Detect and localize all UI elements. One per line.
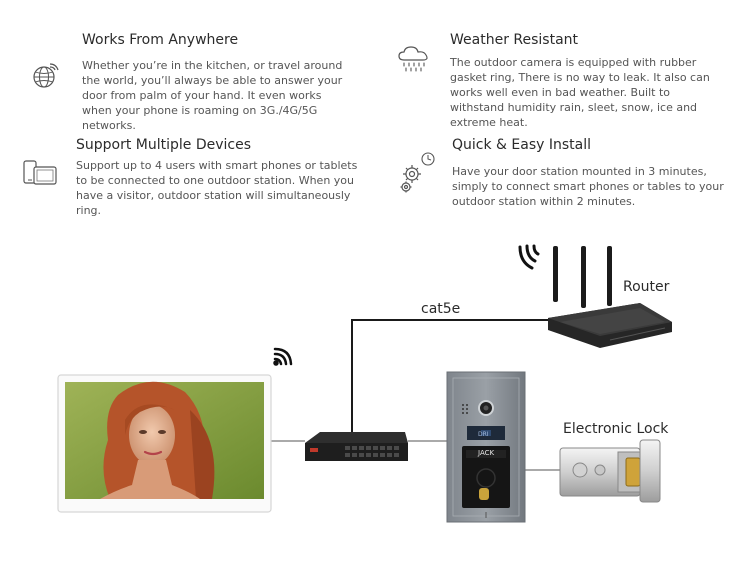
- cable-label: cat5e: [421, 301, 461, 317]
- devices-icon: [23, 160, 57, 185]
- router-label: Router: [623, 279, 670, 295]
- electronic-lock: [559, 439, 661, 503]
- electronic-lock-label: Electronic Lock: [563, 421, 669, 437]
- feature-title: Works From Anywhere: [82, 32, 239, 48]
- outdoor-door-station: [446, 371, 526, 523]
- feature-description: Have your door station mounted in 3 minu…: [452, 165, 724, 208]
- feature-title: Weather Resistant: [450, 32, 579, 48]
- door-station-name-tag: DRI: [478, 431, 489, 438]
- gears-clock-icon: [400, 152, 435, 193]
- cat5e-cable: [351, 319, 550, 435]
- feature-description: Support up to 4 users with smart phones …: [76, 159, 358, 217]
- door-station-name: JACK: [478, 449, 495, 457]
- wireless-signal-icon: [273, 347, 293, 366]
- network-switch: [305, 432, 408, 461]
- router: [548, 246, 672, 348]
- feature-description: Whether you’re in the kitchen, or travel…: [82, 59, 343, 132]
- globe-wifi-icon: [33, 63, 59, 88]
- rain-cloud-icon: [398, 46, 428, 72]
- indoor-monitor: [57, 374, 272, 513]
- feature-title: Support Multiple Devices: [76, 137, 252, 153]
- feature-title: Quick & Easy Install: [452, 137, 592, 153]
- feature-description: The outdoor camera is equipped with rubb…: [450, 56, 710, 129]
- wifi-signal-icon: [518, 244, 540, 270]
- connection-lines: [270, 440, 560, 471]
